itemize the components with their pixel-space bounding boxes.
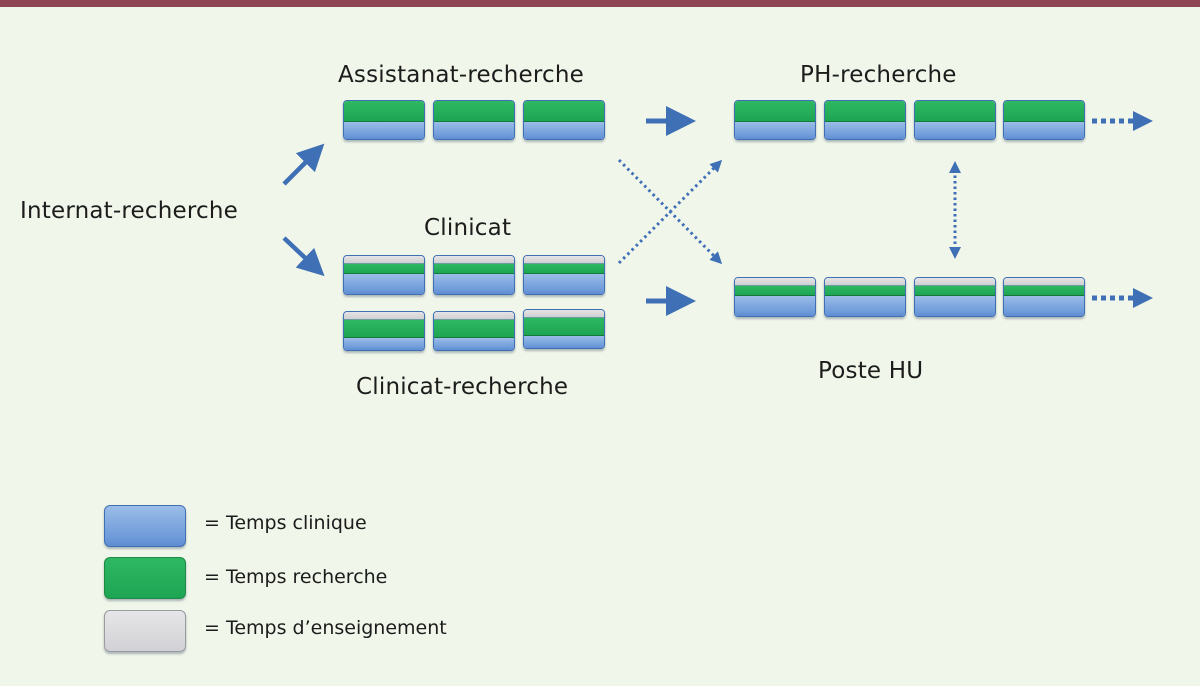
time-block bbox=[1003, 277, 1085, 317]
segment-clinique bbox=[434, 274, 514, 294]
segment-recherche bbox=[1004, 101, 1084, 122]
segment-clinique bbox=[344, 338, 424, 350]
segment-enseignement bbox=[344, 312, 424, 320]
segment-recherche bbox=[915, 101, 995, 122]
segment-recherche bbox=[434, 320, 514, 338]
segment-enseignement bbox=[524, 256, 604, 264]
time-block bbox=[523, 100, 605, 140]
time-block bbox=[824, 100, 906, 140]
time-block bbox=[1003, 100, 1085, 140]
segment-clinique bbox=[1004, 296, 1084, 316]
segment-recherche bbox=[524, 101, 604, 122]
segment-enseignement bbox=[434, 256, 514, 264]
legend-label-clinique: = Temps clinique bbox=[204, 512, 367, 534]
label-internat-recherche: Internat-recherche bbox=[20, 198, 238, 224]
time-block bbox=[824, 277, 906, 317]
segment-recherche bbox=[524, 318, 604, 336]
time-block bbox=[433, 255, 515, 295]
time-block bbox=[343, 255, 425, 295]
segment-enseignement bbox=[735, 278, 815, 286]
segment-clinique bbox=[434, 338, 514, 350]
top-accent-bar bbox=[0, 0, 1200, 7]
segment-recherche bbox=[344, 264, 424, 274]
segment-clinique bbox=[825, 296, 905, 316]
label-clinicat: Clinicat bbox=[424, 215, 512, 241]
segment-recherche bbox=[735, 101, 815, 122]
segment-enseignement bbox=[1004, 278, 1084, 286]
legend-label-enseignement: = Temps d’enseignement bbox=[204, 617, 447, 639]
segment-clinique bbox=[735, 122, 815, 139]
time-block bbox=[433, 311, 515, 351]
segment-recherche bbox=[434, 264, 514, 274]
time-block bbox=[343, 100, 425, 140]
segment-recherche bbox=[825, 286, 905, 296]
time-block bbox=[433, 100, 515, 140]
segment-clinique bbox=[915, 296, 995, 316]
legend-swatch-clinique bbox=[104, 505, 186, 547]
segment-recherche bbox=[915, 286, 995, 296]
label-poste-hu: Poste HU bbox=[818, 358, 924, 384]
segment-recherche bbox=[344, 101, 424, 122]
legend-swatch-enseignement bbox=[104, 610, 186, 652]
segment-clinique bbox=[825, 122, 905, 139]
segment-recherche bbox=[825, 101, 905, 122]
segment-enseignement bbox=[825, 278, 905, 286]
segment-enseignement bbox=[344, 256, 424, 264]
segment-enseignement bbox=[524, 310, 604, 318]
segment-clinique bbox=[344, 274, 424, 294]
label-ph-recherche: PH-recherche bbox=[800, 62, 957, 88]
segment-clinique bbox=[524, 122, 604, 139]
time-block bbox=[734, 100, 816, 140]
segment-clinique bbox=[1004, 122, 1084, 139]
segment-enseignement bbox=[915, 278, 995, 286]
legend-label-recherche: = Temps recherche bbox=[204, 566, 388, 588]
arrow-internat-to-clinicat bbox=[282, 236, 325, 277]
time-block bbox=[523, 255, 605, 295]
segment-clinique bbox=[524, 336, 604, 348]
time-block bbox=[914, 277, 996, 317]
label-assistanat-recherche: Assistanat-recherche bbox=[338, 62, 584, 88]
time-block bbox=[734, 277, 816, 317]
segment-recherche bbox=[344, 320, 424, 338]
segment-clinique bbox=[434, 122, 514, 139]
time-block bbox=[914, 100, 996, 140]
segment-recherche bbox=[735, 286, 815, 296]
segment-recherche bbox=[1004, 286, 1084, 296]
segment-recherche bbox=[524, 264, 604, 274]
segment-clinique bbox=[915, 122, 995, 139]
arrow-internat-to-assistanat bbox=[282, 143, 325, 186]
segment-enseignement bbox=[434, 312, 514, 320]
segment-clinique bbox=[735, 296, 815, 316]
segment-recherche bbox=[434, 101, 514, 122]
segment-clinique bbox=[344, 122, 424, 139]
segment-clinique bbox=[524, 274, 604, 294]
label-clinicat-recherche: Clinicat-recherche bbox=[356, 374, 569, 400]
legend-swatch-recherche bbox=[104, 557, 186, 599]
time-block bbox=[523, 309, 605, 349]
time-block bbox=[343, 311, 425, 351]
